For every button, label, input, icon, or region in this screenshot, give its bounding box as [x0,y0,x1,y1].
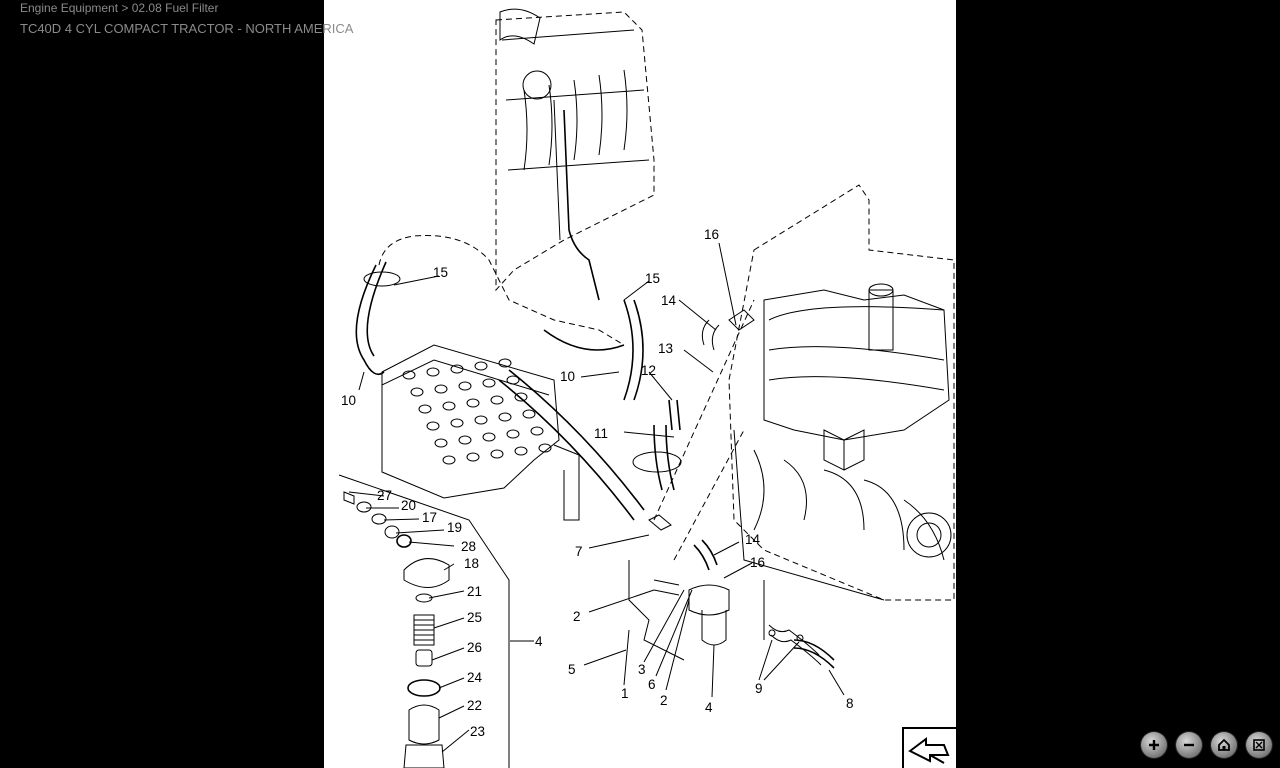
callout-27: 27 [377,488,392,503]
plate-hole [482,432,496,442]
callout-15: 15 [433,265,448,280]
callout-16: 16 [704,227,719,242]
fuel-lines [628,299,755,661]
zoom-toolbar [1141,732,1272,758]
callout-12: 12 [641,363,656,378]
callout-6: 6 [648,677,656,692]
callout-1: 1 [621,686,629,701]
callout-13: 13 [658,341,673,356]
plate-hole [410,387,424,397]
breadcrumb: Engine Equipment > 02.08 Fuel Filter [20,1,219,15]
return-arrow-icon [908,737,950,764]
callout-28: 28 [461,539,476,554]
upper-panel [495,8,655,301]
plate-hole [490,449,504,459]
plate-hole [458,381,472,391]
plate-hole [466,452,480,462]
plate-hole [498,358,512,368]
plate-hole [426,421,440,431]
fit-button[interactable] [1246,732,1272,758]
callout-19: 19 [447,520,462,535]
hose-10 [355,235,682,521]
callout-labels: 15 15 16 14 13 10 12 10 11 27 20 17 19 2… [341,227,854,739]
callout-11: 11 [594,426,608,441]
diagram-drawing: 15 15 16 14 13 10 12 10 11 27 20 17 19 2… [338,8,955,768]
plate-hole [426,367,440,377]
home-button[interactable] [1211,732,1237,758]
plate-hole [450,364,464,374]
callout-3: 3 [638,662,646,677]
callout-26: 26 [467,640,482,655]
callout-9: 9 [755,681,763,696]
plate-hole [466,398,480,408]
plate-hole [418,404,432,414]
minus-icon [1184,743,1194,747]
engine-block [728,184,955,601]
zoom-out-button[interactable] [1176,732,1202,758]
plate-hole [434,438,448,448]
callout-10: 10 [560,369,575,384]
plate-hole [442,401,456,411]
zoom-in-button[interactable] [1141,732,1167,758]
callout-20: 20 [401,498,416,513]
callout-8: 8 [846,696,854,711]
plate-hole [530,426,544,436]
step-plate [381,344,580,521]
callout-5: 5 [568,662,576,677]
plate-hole [522,409,536,419]
leader-lines [348,242,845,753]
callout-10: 10 [341,393,356,408]
fit-icon [1253,739,1265,751]
exploded-filter [338,474,510,768]
plate-hole [450,418,464,428]
callout-4: 4 [535,634,543,649]
callout-7: 7 [575,544,583,559]
plate-hole [538,443,552,453]
callout-2: 2 [660,693,668,708]
plate-hole [402,370,416,380]
plate-hole [474,415,488,425]
plate-hole [490,395,504,405]
navigate-back-button[interactable] [902,727,956,768]
plate-hole [506,429,520,439]
callout-2: 2 [573,609,581,624]
plate-hole [506,375,520,385]
callout-25: 25 [467,610,482,625]
plate-hole [482,378,496,388]
parts-diagram[interactable]: 15 15 16 14 13 10 12 10 11 27 20 17 19 2… [324,0,956,768]
hose-8 [763,580,835,669]
callout-14: 14 [745,532,761,547]
callout-16: 16 [750,555,765,570]
callout-18: 18 [464,556,479,571]
plate-hole [474,361,488,371]
callout-23: 23 [470,724,485,739]
home-icon [1218,738,1230,751]
plate-hole [458,435,472,445]
page-subtitle: TC40D 4 CYL COMPACT TRACTOR - NORTH AMER… [20,21,354,36]
callout-21: 21 [467,584,482,599]
plus-icon [1149,740,1159,750]
callout-17: 17 [422,510,437,525]
callout-14: 14 [661,293,677,308]
callout-4: 4 [705,700,713,715]
callout-15: 15 [645,271,660,286]
plate-hole [498,412,512,422]
plate-hole [514,446,528,456]
plate-hole [514,392,528,402]
plate-hole [442,455,456,465]
callout-22: 22 [467,698,482,713]
callout-24: 24 [467,670,483,685]
plate-hole [434,384,448,394]
filter-assembly-center [688,584,822,666]
